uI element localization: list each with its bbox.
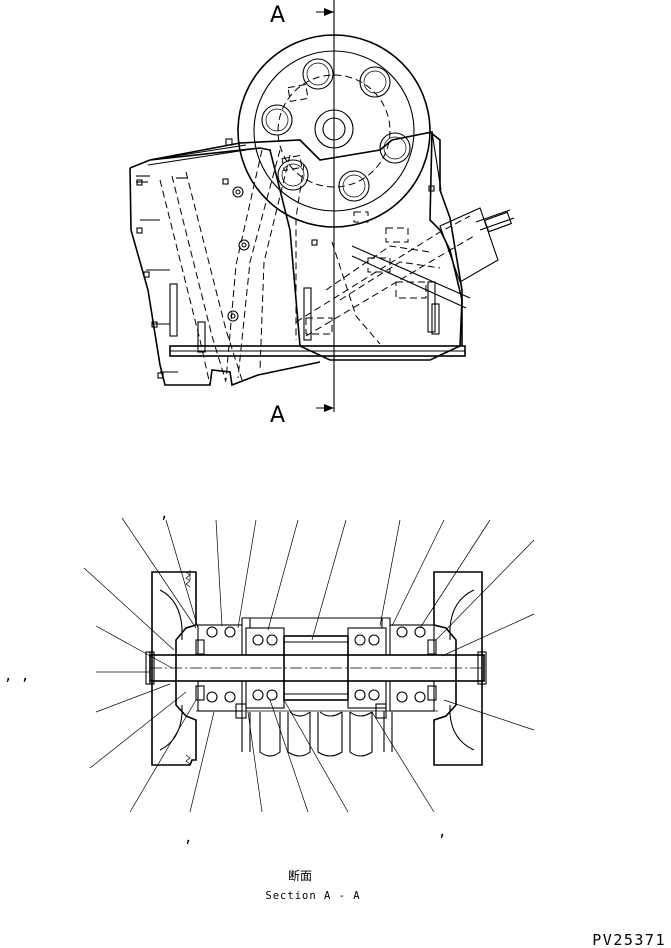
section-marker-bottom: A bbox=[270, 403, 285, 428]
section-view: , , , , , bbox=[4, 506, 535, 846]
flywheel bbox=[237, 34, 431, 228]
callout-mark-left: , , bbox=[4, 668, 29, 684]
frame-bolts bbox=[136, 138, 440, 379]
jaw-dashed bbox=[159, 149, 475, 386]
callout-mark-bottom-right: , bbox=[438, 824, 446, 840]
lower-ribs bbox=[196, 710, 438, 757]
caption-jp: 断面 bbox=[288, 868, 312, 883]
callout-mark-bottom-left: , bbox=[184, 830, 192, 846]
section-marker-top: A bbox=[270, 3, 285, 28]
bearings-left bbox=[195, 624, 285, 719]
left-housing bbox=[145, 570, 197, 766]
caption-section: Section A - A bbox=[265, 890, 360, 902]
drawing-code: PV25371 bbox=[592, 931, 666, 948]
callout-mark-top: , bbox=[160, 506, 168, 522]
eccentric-shaft bbox=[149, 635, 485, 701]
leader-lines bbox=[83, 517, 535, 813]
bearings-right bbox=[347, 624, 437, 719]
side-view: A A bbox=[129, 0, 515, 428]
left-bolt-stack bbox=[136, 175, 188, 373]
right-housing bbox=[433, 571, 487, 766]
